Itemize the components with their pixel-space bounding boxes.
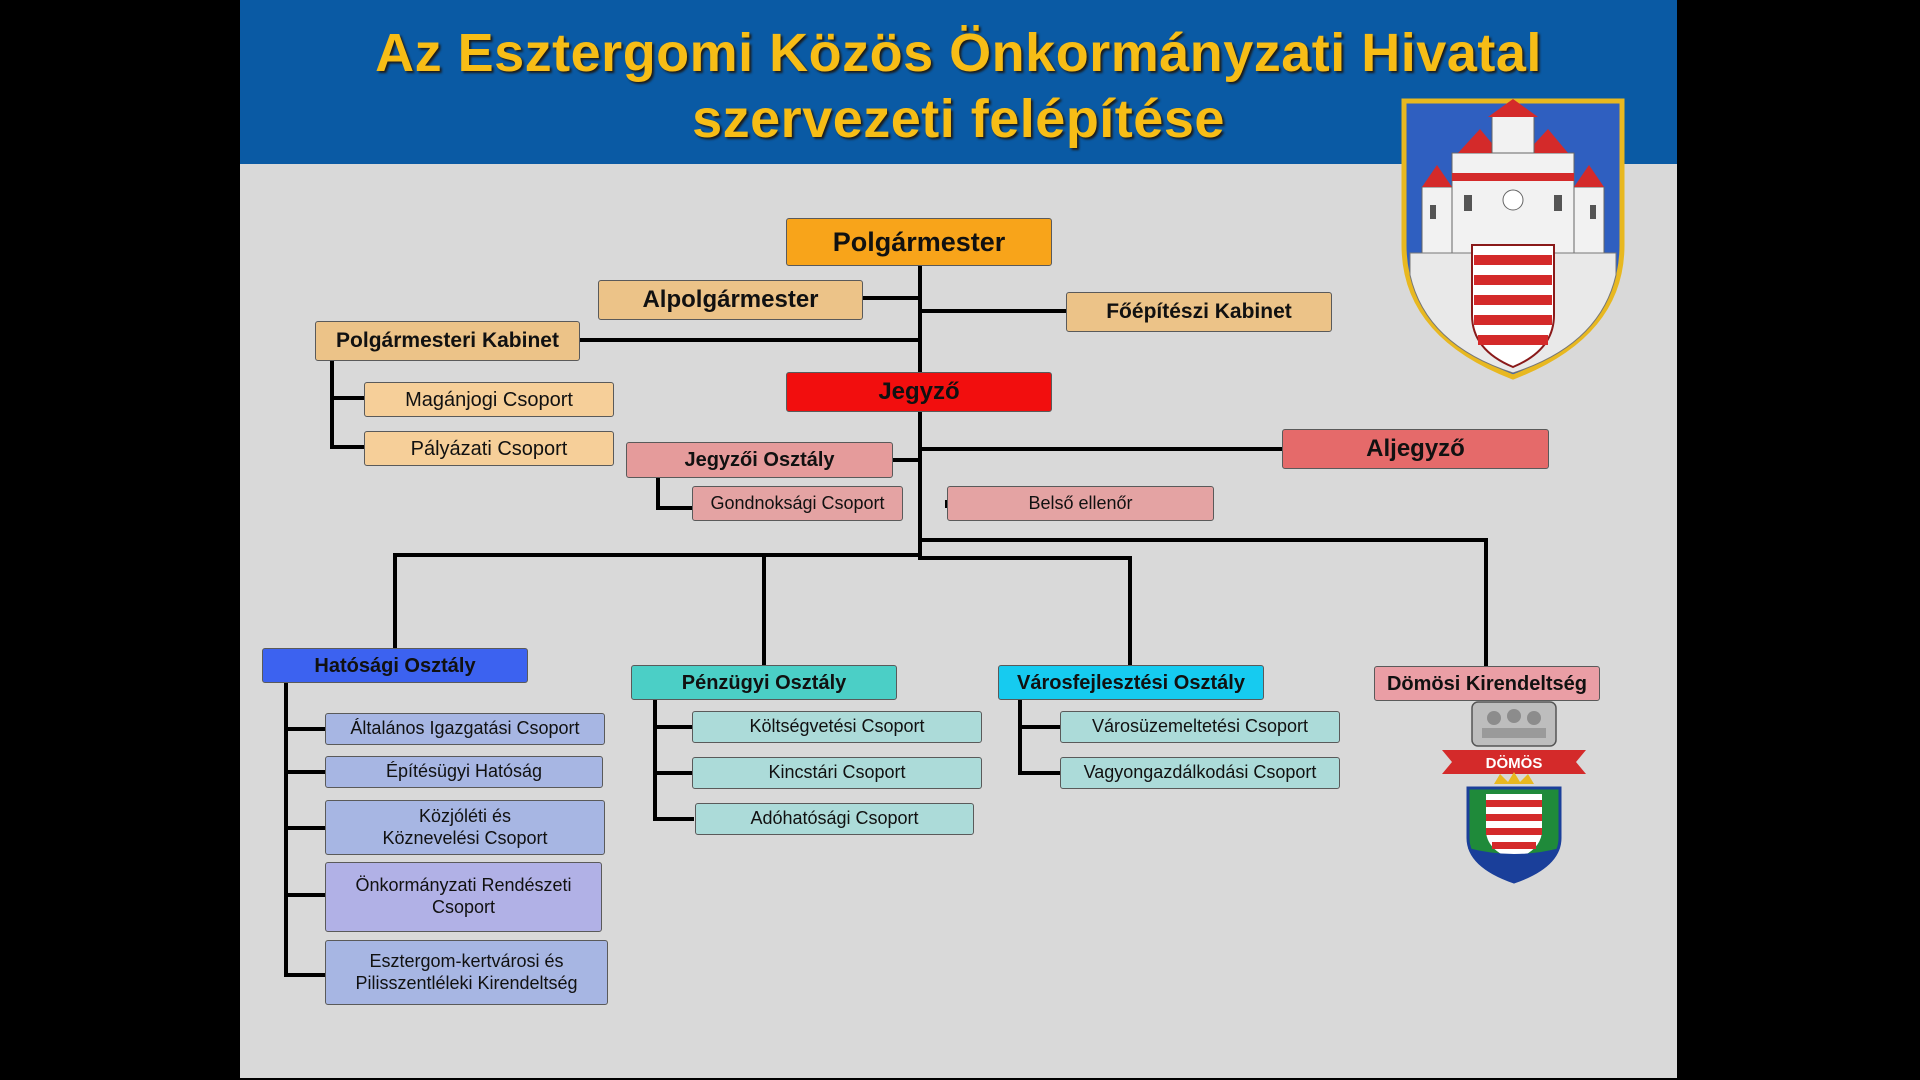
header-band: Az Esztergomi Közös Önkormányzati Hivata… <box>240 0 1677 164</box>
rendeszeti-line-2: Csoport <box>431 897 496 917</box>
box-epitesugyi-hatosag: Építésügyi Hatóság <box>325 756 603 788</box>
box-kertvarosi-kirendeltseg: Esztergom-kertvárosi és Pilisszentléleki… <box>325 940 608 1005</box>
box-koltsegvetesi-csoport: Költségvetési Csoport <box>692 711 982 743</box>
kertvarosi-line-2: Pilisszentléleki Kirendeltség <box>355 972 578 993</box>
box-polgarmesteri-kabinet: Polgármesteri Kabinet <box>315 321 580 361</box>
title-line-1: Az Esztergomi Közös Önkormányzati Hivata… <box>375 23 1542 83</box>
box-maganjogi-csoport: Magánjogi Csoport <box>364 382 614 417</box>
slide: Az Esztergomi Közös Önkormányzati Hivata… <box>240 0 1677 1078</box>
esztergom-coat-of-arms <box>1401 98 1625 380</box>
box-alpolgarmester: Alpolgármester <box>598 280 863 320</box>
box-varosuzemeltetesi-csoport: Városüzemeltetési Csoport <box>1060 711 1340 743</box>
kertvarosi-line-1: Esztergom-kertvárosi és <box>369 950 564 971</box>
domos-coat-of-arms: DÖMÖS <box>1442 701 1586 884</box>
box-penzugyi-osztaly: Pénzügyi Osztály <box>631 665 897 700</box>
title-line-2: szervezeti felépítése <box>692 89 1225 149</box>
box-palyazati-csoport: Pályázati Csoport <box>364 431 614 466</box>
connector-lines <box>284 264 1488 977</box>
box-adohatosagi-csoport: Adóhatósági Csoport <box>695 803 974 835</box>
box-altalanos-igazgatasi: Általános Igazgatási Csoport <box>325 713 605 745</box>
box-polgarmester: Polgármester <box>786 218 1052 266</box>
box-varosfejlesztesi-osztaly: Városfejlesztési Osztály <box>998 665 1264 700</box>
kozjoleti-line-1: Közjóléti és <box>418 805 512 826</box>
box-domosi-kirendeltseg: Dömösi Kirendeltség <box>1374 666 1600 701</box>
box-rendeszeti-csoport: Önkormányzati Rendészeti Csoport <box>325 862 602 932</box>
box-jegyzo: Jegyző <box>786 372 1052 412</box>
box-belso-ellenor: Belső ellenőr <box>947 486 1214 521</box>
box-hatosagi-osztaly: Hatósági Osztály <box>262 648 528 683</box>
rendeszeti-line-1: Önkormányzati Rendészeti <box>355 875 572 896</box>
box-gondnoksagi-csoport: Gondnoksági Csoport <box>692 486 903 521</box>
box-jegyzoi-osztaly: Jegyzői Osztály <box>626 442 893 478</box>
domos-ribbon-text: DÖMÖS <box>1486 755 1543 772</box>
box-foepiteszi-kabinet: Főépítészi Kabinet <box>1066 292 1332 332</box>
kozjoleti-line-2: Köznevelési Csoport <box>382 827 548 848</box>
box-kozjoleti-csoport: Közjóléti és Köznevelési Csoport <box>325 800 605 855</box>
box-vagyongazdalkodasi-csoport: Vagyongazdálkodási Csoport <box>1060 757 1340 789</box>
box-kincstari-csoport: Kincstári Csoport <box>692 757 982 789</box>
box-aljegyzo: Aljegyző <box>1282 429 1549 469</box>
